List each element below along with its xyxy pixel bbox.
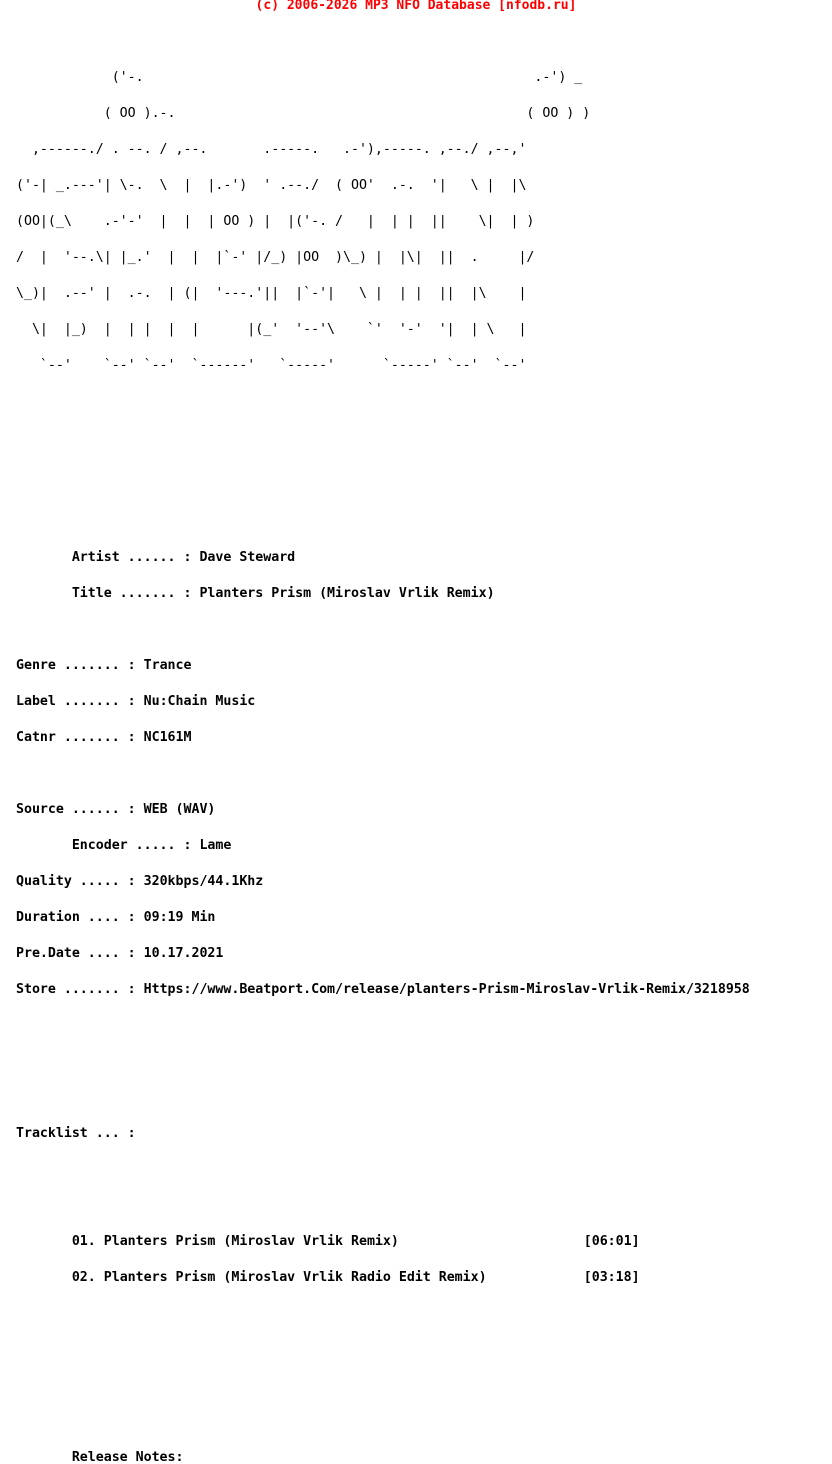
track-duration: [06:01] <box>583 1234 640 1249</box>
copyright-banner: (c) 2006-2026 MP3 NFO Database [nfodb.ru… <box>255 0 577 13</box>
predate-row: Pre.Date .... : 10.17.2021 <box>16 946 224 961</box>
source-row: Source ...... : WEB (WAV) <box>16 802 216 817</box>
catnr-label: Catnr ....... <box>16 730 120 745</box>
artist-row: Artist ...... : Dave Steward <box>71 550 296 565</box>
encoder-value: Lame <box>199 838 232 853</box>
label-row: Label ....... : Nu:Chain Music <box>16 694 256 709</box>
predate-label: Pre.Date .... <box>16 946 120 961</box>
quality-row: Quality ..... : 320kbps/44.1Khz <box>16 874 264 889</box>
track-duration: [03:18] <box>583 1270 640 1285</box>
track-number: 01. <box>71 1234 96 1249</box>
ascii-art-logo: ('-. .-') _ ( OO ).-. ( OO ) ) ,------./… <box>16 48 750 396</box>
track-row: 01. Planters Prism (Miroslav Vrlik Remix… <box>16 1234 750 1249</box>
tracklist-heading: Tracklist ... : <box>16 1126 136 1141</box>
ascii-art-line: ('-| _.---'| \-. \ | |.-') ' .--./ ( OO'… <box>16 178 527 193</box>
genre-value: Trance <box>143 658 192 673</box>
store-row: Store ....... : Https://www.Beatport.Com… <box>16 982 750 997</box>
store-url: Https://www.Beatport.Com/release/planter… <box>143 982 750 997</box>
ascii-art-line: \| |_) | | | | | |(_' '--'\ `' '-' '| | … <box>16 322 527 337</box>
ascii-art-line: `--' `--' `--' `------' `-----' `-----' … <box>16 358 527 373</box>
source-label: Source ...... <box>16 802 120 817</box>
ascii-art-line: ('-. .-') _ <box>16 70 583 85</box>
ascii-art-line: \_)| .--' | .-. | (| '---.'|| |`-'| \ | … <box>16 286 527 301</box>
track-title: Planters Prism (Miroslav Vrlik Radio Edi… <box>103 1270 487 1285</box>
title-label: Title ....... <box>71 586 176 601</box>
encoder-label: Encoder ..... <box>71 838 176 853</box>
ascii-art-line: ,------./ . --. / ,--. .-----. .-'),----… <box>16 142 527 157</box>
track-title: Planters Prism (Miroslav Vrlik Remix) <box>103 1234 399 1249</box>
source-value: WEB (WAV) <box>143 802 216 817</box>
label-value: Nu:Chain Music <box>143 694 256 709</box>
store-label: Store ....... <box>16 982 120 997</box>
catnr-row: Catnr ....... : NC161M <box>16 730 192 745</box>
quality-label: Quality ..... <box>16 874 120 889</box>
title-row: Title ....... : Planters Prism (Miroslav… <box>71 586 495 601</box>
genre-row: Genre ....... : Trance <box>16 658 192 673</box>
duration-value: 09:19 Min <box>143 910 216 925</box>
label-label: Label ....... <box>16 694 120 709</box>
duration-label: Duration .... <box>16 910 120 925</box>
release-notes-heading: Release Notes: <box>71 1450 184 1464</box>
predate-value: 10.17.2021 <box>143 946 224 961</box>
artist-label: Artist ...... <box>71 550 176 565</box>
quality-value: 320kbps/44.1Khz <box>143 874 264 889</box>
artist-value: Dave Steward <box>199 550 296 565</box>
encoder-row: Encoder ..... : Lame <box>71 838 232 853</box>
ascii-art-line: ( OO ).-. ( OO ) ) <box>16 106 591 121</box>
title-value: Planters Prism (Miroslav Vrlik Remix) <box>199 586 495 601</box>
genre-label: Genre ....... <box>16 658 120 673</box>
nfo-document: ('-. .-') _ ( OO ).-. ( OO ) ) ,------./… <box>16 24 750 1464</box>
track-row: 02. Planters Prism (Miroslav Vrlik Radio… <box>16 1270 750 1285</box>
ascii-art-line: / | '--.\| |_.' | | |`-' |/_) |OO )\_) |… <box>16 250 535 265</box>
release-notes-row: Release Notes: <box>16 1450 750 1464</box>
duration-row: Duration .... : 09:19 Min <box>16 910 216 925</box>
catnr-value: NC161M <box>143 730 192 745</box>
ascii-art-line: (OO|(_\ .-'-' | | | OO ) | |('-. / | | |… <box>16 214 535 229</box>
track-number: 02. <box>71 1270 96 1285</box>
